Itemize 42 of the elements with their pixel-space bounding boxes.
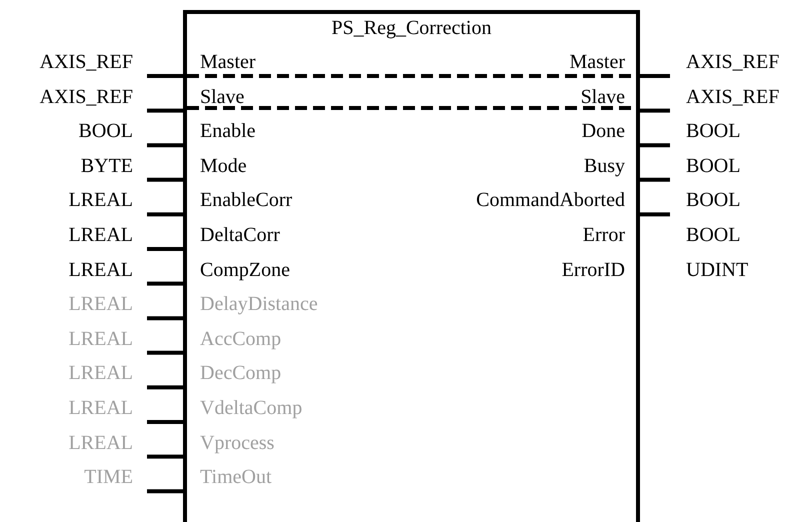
data-type-label: AXIS_REF	[686, 50, 780, 74]
function-block	[183, 10, 640, 522]
data-type-label: LREAL	[68, 223, 133, 247]
data-type-label: BOOL	[686, 223, 740, 247]
block-title: PS_Reg_Correction	[330, 16, 492, 40]
pin-name: DelayDistance	[200, 292, 318, 316]
pin-name: ErrorID	[562, 258, 625, 282]
data-type-label: TIME	[84, 465, 133, 490]
pin-name: TimeOut	[200, 465, 272, 490]
pin-name: EnableCorr	[200, 188, 292, 212]
data-type-label: BOOL	[686, 119, 740, 144]
pin-name: Master	[200, 50, 256, 74]
data-type-label: UDINT	[686, 258, 748, 282]
pin-name: Enable	[200, 119, 256, 144]
pin-name: Master	[569, 50, 625, 74]
pin-name: Slave	[200, 84, 244, 109]
pin-name: CompZone	[200, 258, 290, 282]
data-type-label: LREAL	[68, 396, 133, 420]
pin-name: VdeltaComp	[200, 396, 302, 420]
data-type-label: AXIS_REF	[40, 50, 133, 74]
pin-name: CommandAborted	[476, 188, 625, 212]
data-type-label: BOOL	[78, 119, 133, 144]
pin-name: Slave	[580, 84, 625, 109]
pin-name: Mode	[200, 154, 247, 178]
data-type-label: AXIS_REF	[686, 84, 780, 109]
data-type-label: BOOL	[686, 188, 740, 212]
data-type-label: AXIS_REF	[40, 84, 133, 109]
data-type-label: LREAL	[68, 258, 133, 282]
data-type-label: LREAL	[68, 292, 133, 316]
data-type-label: LREAL	[68, 326, 133, 351]
pin-name: AccComp	[200, 326, 282, 351]
pin-name: Busy	[584, 154, 625, 178]
pin-name: DeltaCorr	[200, 223, 280, 247]
pin-name: Vprocess	[200, 430, 274, 455]
pin-name: Done	[582, 119, 625, 144]
pin-name: Error	[582, 223, 625, 247]
data-type-label: BOOL	[686, 154, 740, 178]
data-type-label: LREAL	[68, 430, 133, 455]
data-type-label: BYTE	[80, 154, 133, 178]
data-type-label: LREAL	[68, 361, 133, 386]
data-type-label: LREAL	[68, 188, 133, 212]
pin-name: DecComp	[200, 361, 282, 386]
